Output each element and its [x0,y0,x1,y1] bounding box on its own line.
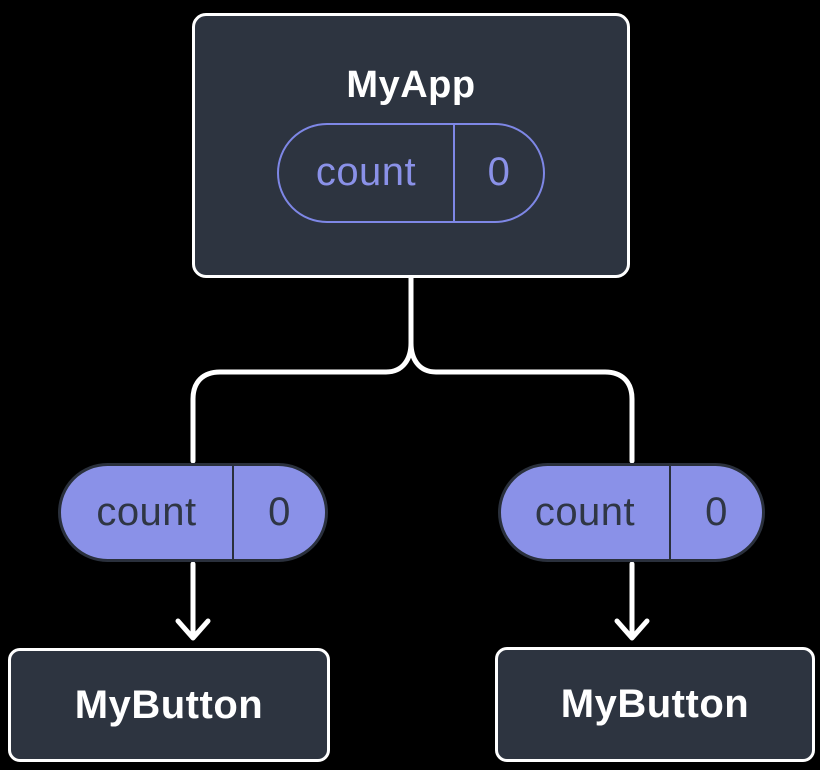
arrow-right-head [614,618,650,641]
state-pill-label: count [315,150,417,195]
child-component-card-left: MyButton [8,648,330,762]
prop-pill-right-value: 0 [669,466,762,559]
prop-pill-right-label: count [534,490,636,534]
prop-pill-left: count 0 [58,463,328,562]
prop-pill-right: count 0 [498,463,765,562]
prop-pill-left-value: 0 [232,466,325,559]
connector-branch-right [408,340,635,464]
state-pill-value: 0 [453,124,543,221]
connector-branch-left [190,340,414,464]
root-component-card: MyApp count 0 [192,13,630,278]
child-component-left-title: MyButton [74,682,264,727]
prop-pill-left-label: count [96,490,197,534]
root-component-title: MyApp [346,64,476,106]
arrow-left-head [175,618,211,641]
child-component-right-title: MyButton [560,682,750,726]
state-pill: count 0 [277,122,545,223]
child-component-card-right: MyButton [495,647,815,762]
